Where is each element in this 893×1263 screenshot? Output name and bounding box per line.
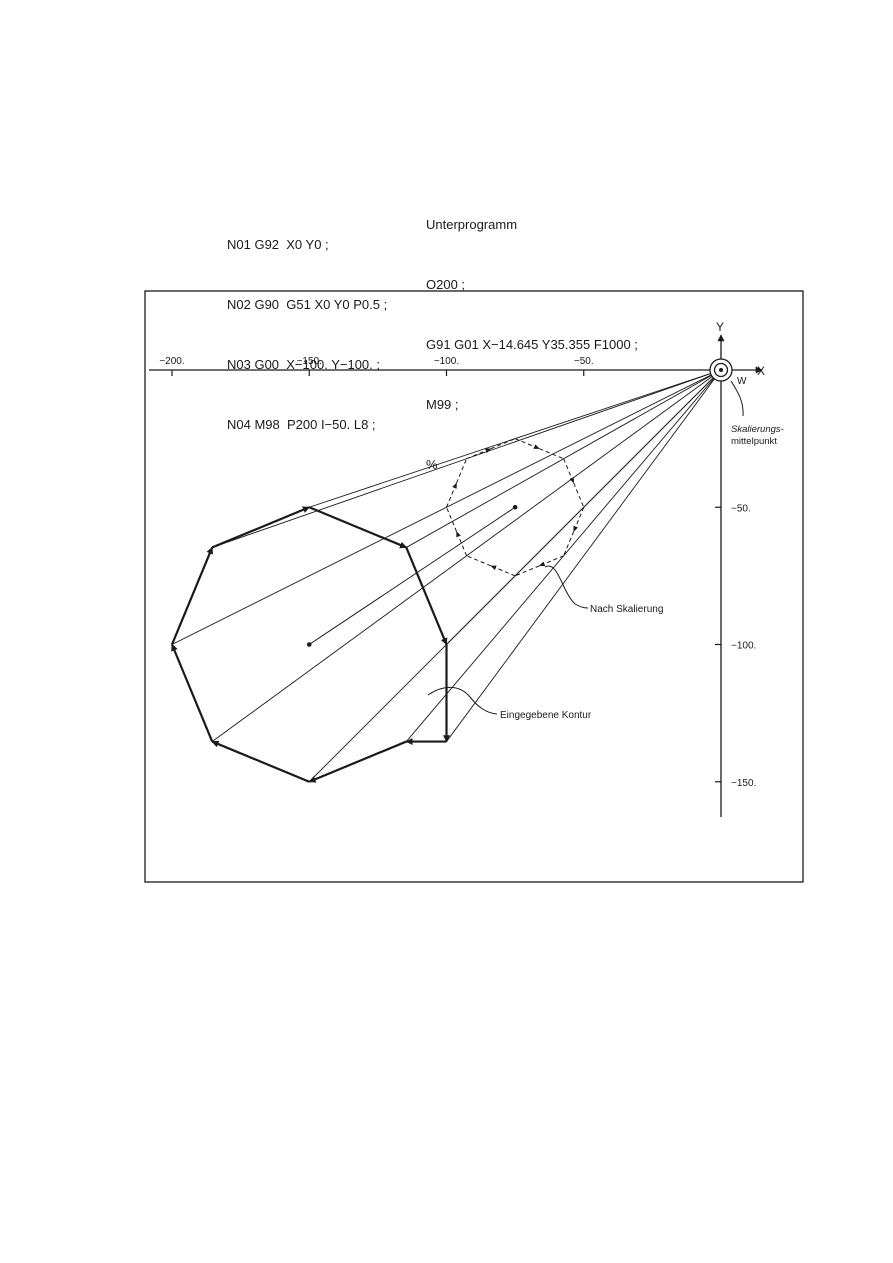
input-contour [170, 506, 450, 783]
figure-frame [144, 290, 804, 883]
x-tick-label: −50. [574, 356, 594, 367]
y-tick-label: −150. [731, 778, 756, 789]
scaled-contour-segment [563, 531, 575, 556]
input-contour-segment [170, 643, 214, 742]
input-contour-segment [308, 506, 407, 549]
x-axis-label: X [757, 364, 765, 378]
origin-label: W [737, 376, 747, 387]
scaling-center-label-line1: Skalierungs- [731, 424, 784, 435]
input-contour-segment [211, 740, 310, 783]
scaled-contour [446, 438, 585, 577]
x-tick-label: −150. [297, 356, 322, 367]
scaled-contour-segment [514, 438, 540, 450]
input-contour-label: Eingegebene Kontur [500, 710, 592, 721]
scaled-contour-segment [446, 482, 458, 508]
after-scaling-leader [544, 565, 589, 609]
scaled-contour-segment [466, 555, 492, 567]
subprogram-line: M99 ; [426, 397, 459, 412]
subprogram-code: Unterprogramm O200 ; G91 G01 X−14.645 Y3… [426, 175, 638, 495]
scaled-contour-segment [466, 448, 492, 460]
scaled-contour-segment [456, 530, 468, 556]
y-tick-label: −100. [731, 641, 756, 652]
program-line: N03 G00 X−100. Y−100. ; [227, 357, 380, 372]
scaled-contour-segment [563, 458, 575, 484]
input-contour-segment [405, 547, 448, 646]
scaled-contour-segment [456, 458, 468, 484]
scaled-contour-segment [490, 565, 516, 577]
subprogram-line: G91 G01 X−14.645 Y35.355 F1000 ; [426, 337, 638, 352]
y-axis-label: Y [716, 320, 724, 334]
after-scaling-label: Nach Skalierung [590, 604, 663, 615]
input-contour-segment [170, 546, 214, 645]
subprogram-line: O200 ; [426, 277, 466, 292]
program-line: N02 G90 G51 X0 Y0 P0.5 ; [227, 297, 388, 312]
projection-ray [446, 369, 722, 742]
subprogram-line: % [426, 457, 438, 472]
scaled-contour-segment [538, 555, 564, 567]
scaled-contour-segment [539, 448, 564, 460]
scaled-contour-segment [514, 565, 540, 577]
scaled-center-point [512, 504, 518, 510]
program-line: N04 M98 P200 I−50. L8 ; [227, 417, 376, 432]
x-tick-label: −100. [434, 356, 459, 367]
scaled-contour-segment [573, 507, 585, 533]
input-contour-leader [427, 686, 498, 715]
y-tick-label: −50. [731, 503, 751, 514]
scaling-center-symbol [709, 358, 733, 382]
scaled-contour-segment [573, 482, 585, 508]
center-connection-line [308, 506, 516, 645]
scaled-contour-segment [446, 507, 458, 532]
x-ticks: −200. −150. −100. −50. [159, 356, 594, 376]
subprogram-title: Unterprogramm [426, 217, 518, 232]
main-program-code: N01 G92 X0 Y0 ; N02 G90 G51 X0 Y0 P0.5 ;… [227, 195, 387, 455]
input-contour-segment [308, 740, 407, 783]
y-ticks: −50. −100. −150. [715, 503, 756, 789]
scaling-center-leader [730, 380, 744, 417]
program-line: N01 G92 X0 Y0 ; [227, 237, 329, 252]
input-center-point [306, 642, 312, 647]
scaled-contour-segment [490, 438, 516, 450]
x-tick-label: −200. [159, 356, 184, 367]
input-contour-segment [211, 506, 310, 549]
scaling-center-label-line2: mittelpunkt [731, 436, 777, 447]
